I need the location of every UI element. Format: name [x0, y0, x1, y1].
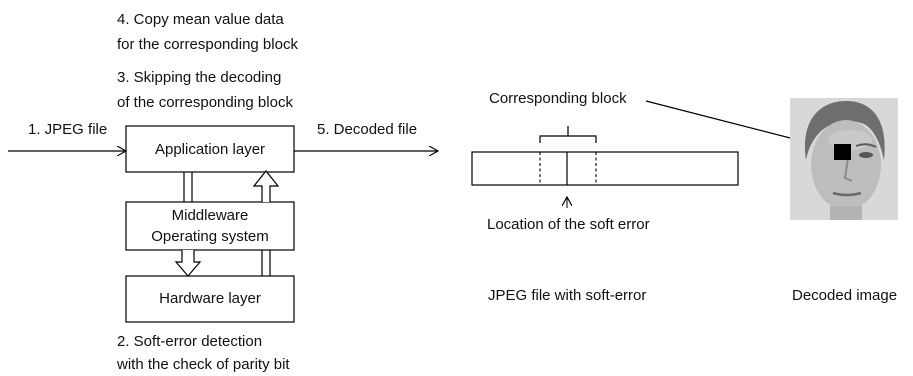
application-layer-box — [125, 125, 295, 173]
block-brace — [539, 126, 597, 143]
step4-line2: for the corresponding block — [117, 36, 298, 53]
middleware-to-app-up-arrow — [252, 170, 280, 202]
step5-label: 5. Decoded file — [317, 121, 418, 138]
step2-line1: 2. Soft-error detection — [117, 333, 263, 350]
application-layer-label: Application layer — [154, 141, 266, 158]
middleware-box — [125, 201, 295, 251]
soft-error-location-label: Location of the soft error — [487, 216, 650, 233]
error-block-icon — [834, 144, 851, 160]
jpeg-file-caption: JPEG file with soft-error — [488, 287, 647, 304]
operating-system-label: Operating system — [151, 228, 269, 245]
step3-line1: 3. Skipping the decoding — [117, 69, 282, 86]
decoded-image-caption: Decoded image — [792, 287, 898, 304]
step2-line2: with the check of parity bit — [117, 356, 290, 373]
middleware-to-hardware-down-arrow — [174, 250, 202, 277]
step4-line1: 4. Copy mean value data — [117, 11, 284, 28]
corresponding-block-label: Corresponding block — [489, 90, 627, 107]
hardware-layer-label: Hardware layer — [159, 290, 261, 307]
middleware-label: Middleware — [171, 207, 249, 224]
jpeg-file-bar — [471, 151, 739, 186]
step3-line2: of the corresponding block — [117, 94, 293, 111]
step1-label: 1. JPEG file — [28, 121, 108, 138]
hardware-layer-box — [125, 275, 295, 323]
